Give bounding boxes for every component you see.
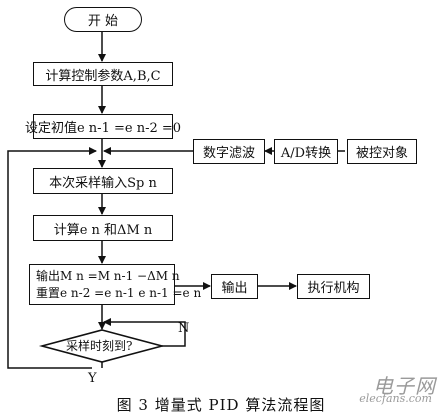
actuator-label: 执行机构 bbox=[307, 281, 360, 296]
step-compute-params-label: 计算控制参数A,B,C bbox=[45, 68, 161, 84]
step-compute-error-label: 计算e n 和ΔM n bbox=[53, 222, 153, 238]
ad-converter-label: A/D转换 bbox=[280, 146, 332, 161]
branch-y-label: Y bbox=[88, 371, 97, 386]
step-set-initial: 设定初值e n-1 =e n-2 =0 bbox=[25, 114, 181, 139]
output-label: 输出 bbox=[221, 281, 248, 296]
figure-caption: 图 3 增量式 PID 算法流程图 bbox=[116, 396, 326, 414]
decision-diamond bbox=[38, 329, 166, 363]
output-box: 输出 bbox=[211, 274, 258, 299]
decision-label: 采样时刻到? bbox=[66, 339, 133, 353]
plant-box: 被控对象 bbox=[347, 139, 417, 164]
step-set-initial-label: 设定初值e n-1 =e n-2 =0 bbox=[24, 121, 182, 136]
step-output-reset: 输出M n =M n-1 −ΔM n 重置e n-2 =e n-1 e n-1 … bbox=[29, 264, 201, 305]
step-sample-input: 本次采样输入Sp n bbox=[33, 168, 173, 194]
digital-filter-box: 数字滤波 bbox=[193, 139, 265, 164]
plant-label: 被控对象 bbox=[355, 146, 408, 161]
start-label: 开 始 bbox=[87, 14, 119, 29]
step-compute-params: 计算控制参数A,B,C bbox=[33, 62, 173, 86]
step-sample-input-label: 本次采样输入Sp n bbox=[49, 175, 157, 191]
ad-converter-box-visible: A/D转换 bbox=[274, 139, 338, 164]
step-compute-error: 计算e n 和ΔM n bbox=[33, 215, 173, 241]
start-terminal: 开 始 bbox=[64, 7, 142, 32]
step-reset-line: 重置e n-2 =e n-1 e n-1 =e n bbox=[36, 285, 202, 300]
branch-n-label: N bbox=[178, 321, 190, 336]
step-output-line: 输出M n =M n-1 −ΔM n bbox=[36, 268, 180, 283]
watermark-logo: 电子网 bbox=[373, 374, 436, 398]
watermark-url: elecfans.com bbox=[359, 392, 432, 405]
digital-filter-label: 数字滤波 bbox=[202, 146, 255, 161]
actuator-box: 执行机构 bbox=[297, 274, 370, 299]
